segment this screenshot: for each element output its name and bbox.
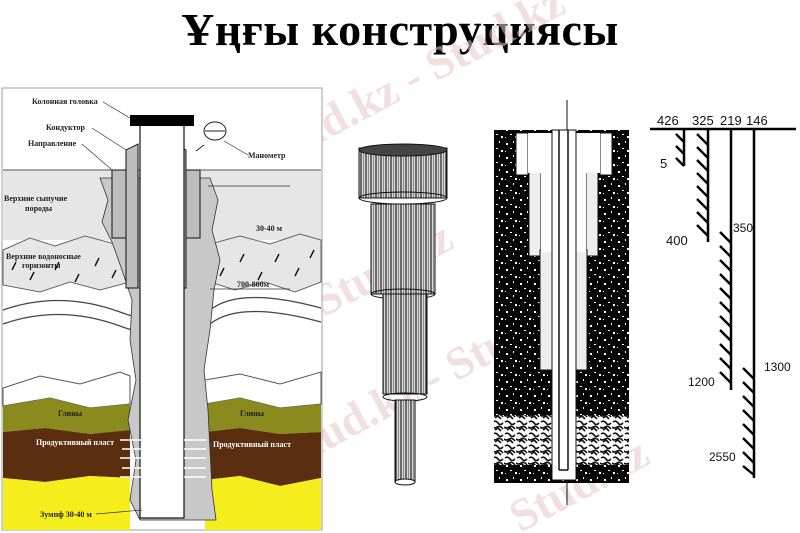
depth-400: 400 [666,233,688,248]
label-depth-700-800: 700-800м [237,280,270,289]
diameter-325: 325 [692,113,714,128]
well-cross-section-diagram: Колонная головка Кондуктор Направление М… [1,87,323,531]
diameter-219: 219 [720,113,742,128]
depth-5: 5 [660,156,667,171]
diameter-146: 146 [746,113,768,128]
depth-1200: 1200 [688,375,715,389]
label-upper-loose-rocks-2: породы [25,204,53,213]
casing-cross-section-diagram [494,100,629,505]
diameter-426: 426 [657,113,679,128]
label-conductor: Кондуктор [46,123,85,132]
label-manometer: Манометр [248,151,286,160]
label-upper-loose-rocks: Верхние сыпучие [4,194,68,203]
label-productive-right: Продуктивный пласт [213,440,291,449]
label-direction: Направление [28,139,77,148]
label-clays-left: Глины [58,409,83,418]
depth-350: 350 [733,221,753,235]
slide-title: Ұңғы конструциясы [181,4,619,55]
label-sump: Зумпф 30-40 м [40,510,92,519]
label-aquifers-2: горизонты [22,261,61,270]
casing-3d-diagram [358,143,448,486]
label-productive-left: Продуктивный пласт [36,438,114,447]
label-clays-right: Глины [240,409,265,418]
depth-1300: 1300 [764,360,791,374]
depth-2550: 2550 [709,450,736,464]
label-depth-30-40: 30-40 м [256,224,283,233]
label-aquifers: Верхние водоносные [6,252,81,261]
casing-depth-schematic: 426 325 219 146 5 400 350 1200 1300 2550 [650,113,796,478]
label-column-head: Колонная головка [32,97,98,106]
